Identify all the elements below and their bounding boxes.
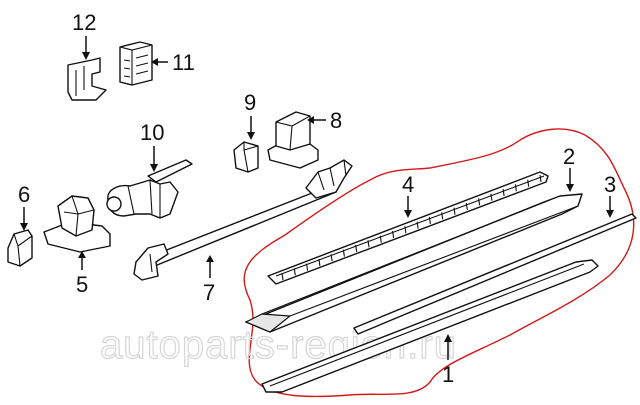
leader-lines [20,36,614,360]
callout-6: 6 [18,182,30,207]
part-12-bracket [67,57,107,101]
part-5-mounting-block [43,195,111,253]
callout-7: 7 [203,280,215,305]
part-8-retainer [267,111,319,169]
part-9-small-clip [233,141,259,173]
part-11-clip-block [119,41,153,86]
callout-10: 10 [140,120,164,145]
part-10-fastener [106,159,193,219]
callout-9: 9 [244,90,256,115]
callout-2: 2 [563,144,575,169]
callout-5: 5 [76,272,88,297]
callout-3: 3 [604,172,616,197]
callout-1: 1 [442,362,454,387]
part-2-rocker-panel [244,193,583,333]
callout-11: 11 [172,50,195,75]
callout-4: 4 [402,172,414,197]
callout-8: 8 [330,108,342,133]
callout-12: 12 [72,10,96,35]
part-7-long-strip [133,159,353,281]
highlight-outline [243,128,635,398]
part-4-molding-strip [267,171,549,285]
part-6-pad [7,229,33,267]
part-3-trim-strip [353,213,637,335]
part-1-lower-molding [261,259,599,393]
